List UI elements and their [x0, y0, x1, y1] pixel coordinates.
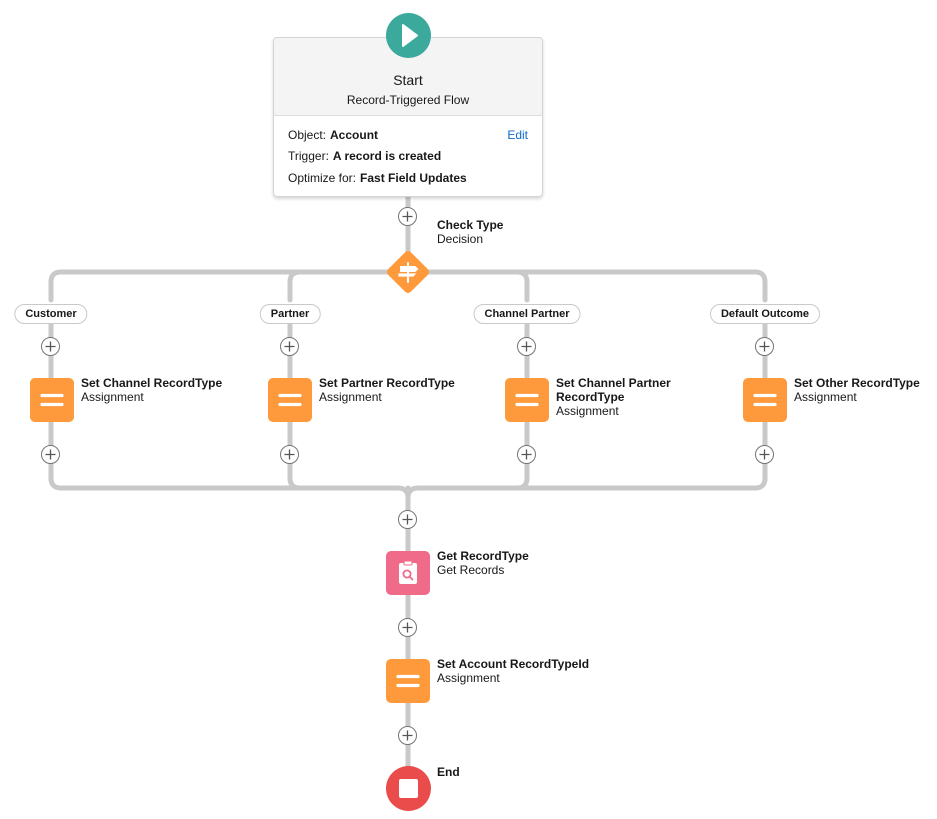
- plus-icon: [402, 211, 413, 222]
- add-element-button[interactable]: [398, 207, 417, 226]
- assignment-title: Set Partner RecordType: [319, 376, 455, 390]
- assignment-node[interactable]: [743, 378, 787, 422]
- assignment-label: Set Channel RecordType Assignment: [81, 376, 222, 404]
- final-assignment-label: Set Account RecordTypeId Assignment: [437, 657, 589, 685]
- start-subtitle: Record-Triggered Flow: [346, 93, 470, 107]
- add-element-button[interactable]: [41, 445, 60, 464]
- connector-merge-outer: [48, 475, 411, 501]
- plus-icon: [284, 341, 295, 352]
- assignment-equals-icon: [753, 393, 777, 407]
- plus-icon: [402, 514, 413, 525]
- object-label: Object:: [288, 128, 327, 142]
- assignment-label: Set Other RecordType Assignment: [794, 376, 920, 404]
- connector-merge-outer-right: [405, 475, 768, 501]
- stop-icon: [399, 779, 418, 798]
- assignment-node[interactable]: [386, 659, 430, 703]
- add-element-button[interactable]: [755, 445, 774, 464]
- get-records-title: Get RecordType: [437, 549, 529, 563]
- outcome-channel-partner[interactable]: Channel Partner: [473, 304, 581, 324]
- assignment-type: Assignment: [319, 390, 382, 404]
- optimize-value: Fast Field Updates: [360, 171, 467, 185]
- outcome-default[interactable]: Default Outcome: [709, 304, 821, 324]
- assignment-equals-icon: [40, 393, 64, 407]
- connector-merge-inner-right: [514, 475, 530, 491]
- add-element-button[interactable]: [398, 726, 417, 745]
- plus-icon: [45, 341, 56, 352]
- plus-icon: [759, 341, 770, 352]
- assignment-node[interactable]: [268, 378, 312, 422]
- decision-title: Check Type: [437, 218, 504, 232]
- decision-type: Decision: [437, 232, 484, 246]
- add-element-button[interactable]: [517, 337, 536, 356]
- outcome-customer[interactable]: Customer: [14, 304, 88, 324]
- start-title: Start: [393, 72, 423, 88]
- assignment-title: Set Channel RecordType: [81, 376, 223, 390]
- connector-branch-partner-top: [287, 269, 303, 303]
- get-records-node[interactable]: [386, 551, 430, 595]
- plus-icon: [759, 449, 770, 460]
- start-optimize-row: Optimize for:Fast Field Updates: [288, 171, 467, 185]
- decision-signpost-icon: [398, 262, 419, 283]
- end-label: End: [437, 765, 460, 779]
- plus-icon: [402, 622, 413, 633]
- edit-link[interactable]: Edit: [507, 128, 528, 142]
- start-object-row: Object:Account: [288, 128, 378, 142]
- start-node[interactable]: [386, 13, 431, 58]
- assignment-label: Set Partner RecordType Assignment: [319, 376, 455, 404]
- connector-merge-inner: [287, 475, 303, 491]
- get-records-type: Get Records: [437, 563, 505, 577]
- assignment-title: Set Other RecordType: [794, 376, 920, 390]
- assignment-type: Assignment: [81, 390, 144, 404]
- add-element-button[interactable]: [398, 510, 417, 529]
- add-element-button[interactable]: [41, 337, 60, 356]
- final-assignment-type: Assignment: [437, 671, 500, 685]
- decision-label: Check Type Decision: [437, 218, 503, 246]
- add-element-button[interactable]: [280, 337, 299, 356]
- assignment-type: Assignment: [556, 404, 619, 418]
- outcome-partner[interactable]: Partner: [259, 304, 321, 324]
- end-title: End: [437, 765, 460, 779]
- add-element-button[interactable]: [280, 445, 299, 464]
- add-element-button[interactable]: [517, 445, 536, 464]
- plus-icon: [284, 449, 295, 460]
- assignment-equals-icon: [278, 393, 302, 407]
- optimize-label: Optimize for:: [288, 171, 357, 185]
- plus-icon: [521, 341, 532, 352]
- get-records-search-icon: [399, 560, 417, 584]
- play-icon: [402, 24, 418, 47]
- add-element-button[interactable]: [755, 337, 774, 356]
- connector-branch-channel-partner-top: [514, 269, 530, 303]
- plus-icon: [45, 449, 56, 460]
- add-element-button[interactable]: [398, 618, 417, 637]
- start-trigger-row: Trigger:A record is created: [288, 149, 441, 163]
- start-card[interactable]: Start Record-Triggered Flow Object:Accou…: [273, 37, 543, 197]
- assignment-type: Assignment: [794, 390, 857, 404]
- plus-icon: [521, 449, 532, 460]
- assignment-node[interactable]: [505, 378, 549, 422]
- end-node[interactable]: [386, 766, 431, 811]
- assignment-title: Set Channel Partner RecordType: [556, 376, 671, 404]
- assignment-node[interactable]: [30, 378, 74, 422]
- trigger-value: A record is created: [332, 149, 442, 163]
- assignment-equals-icon: [515, 393, 539, 407]
- trigger-label: Trigger:: [288, 149, 329, 163]
- assignment-equals-icon: [396, 674, 420, 688]
- object-value: Account: [330, 128, 379, 142]
- final-assignment-title: Set Account RecordTypeId: [437, 657, 590, 671]
- plus-icon: [402, 730, 413, 741]
- decision-node[interactable]: [385, 249, 431, 295]
- assignment-label: Set Channel Partner RecordType Assignmen…: [556, 376, 696, 418]
- get-records-label: Get RecordType Get Records: [437, 549, 529, 577]
